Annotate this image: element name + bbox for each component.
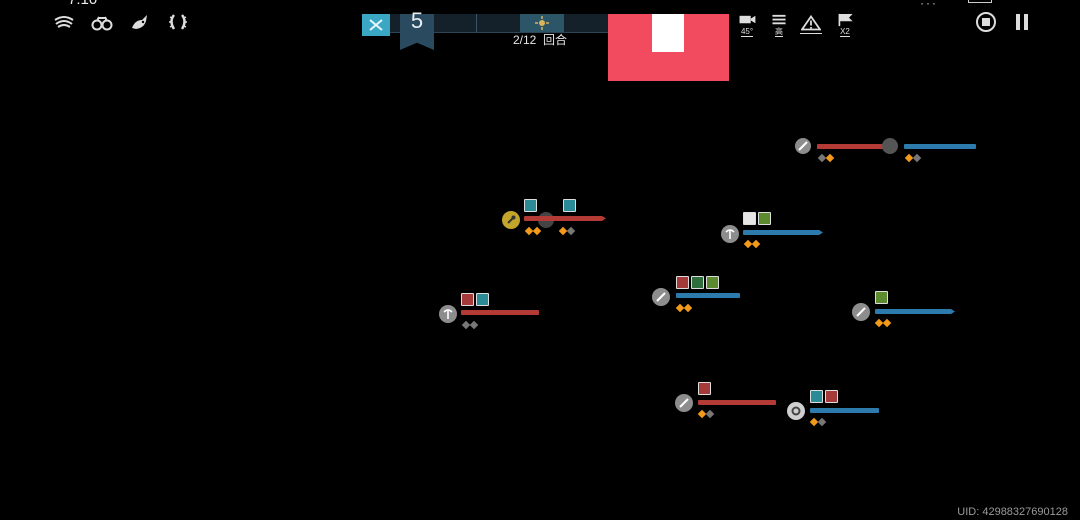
sword-icon — [675, 394, 693, 412]
action-pips — [809, 417, 827, 427]
turn-number: 5 — [410, 8, 424, 33]
health-bar — [743, 230, 823, 235]
sword-icon — [852, 303, 870, 321]
action-pips — [697, 409, 715, 419]
action-pips — [743, 239, 761, 249]
pause-icon — [1016, 14, 1028, 30]
health-bar — [698, 400, 776, 405]
health-bar — [875, 309, 955, 314]
battery-icon — [968, 0, 992, 3]
camera-angle-icon[interactable]: 45° — [735, 13, 759, 37]
nest-icon[interactable] — [52, 11, 76, 33]
action-pips — [461, 320, 479, 330]
round-label: 回合 — [543, 33, 568, 47]
speed-flag-icon[interactable]: X2 — [833, 13, 857, 37]
sword-icon — [652, 288, 670, 306]
round-current: 2/12 — [513, 33, 537, 47]
pickaxe-icon — [721, 225, 739, 243]
uid-label: UID: 42988327690128 — [957, 506, 1068, 518]
buff-list — [743, 212, 771, 225]
warning-underline — [800, 33, 822, 34]
buff-list — [676, 276, 719, 289]
action-pips — [817, 153, 835, 163]
health-bar — [461, 310, 539, 315]
pause-button[interactable] — [1011, 11, 1033, 33]
buff-list — [810, 390, 838, 403]
action-pips — [675, 303, 693, 313]
round-counter: 2/12 回合 — [513, 31, 567, 48]
health-bar — [810, 408, 879, 413]
gear-icon — [787, 402, 805, 420]
buff-list — [875, 291, 888, 304]
highlight-marker-inner — [652, 14, 684, 52]
unit-icon — [882, 138, 898, 154]
record-button[interactable] — [975, 11, 997, 33]
panel-divider — [476, 14, 477, 32]
binoculars-icon[interactable] — [90, 11, 114, 33]
action-pips — [874, 318, 892, 328]
quality-label: 高 — [775, 27, 783, 37]
pickaxe-icon — [439, 305, 457, 323]
status-indicators: ··· — [920, 0, 938, 10]
record-icon — [976, 12, 996, 32]
laurel-wreath-icon[interactable] — [166, 11, 190, 33]
warning-icon[interactable] — [799, 13, 823, 37]
speed-label: X2 — [840, 27, 850, 37]
health-bar — [904, 144, 976, 149]
crossed-swords-icon — [362, 14, 390, 36]
sword-icon — [795, 138, 811, 154]
buff-list — [698, 382, 711, 395]
health-bar — [676, 293, 740, 298]
graphics-quality-icon[interactable]: 高 — [767, 13, 791, 37]
angle-label: 45° — [740, 27, 754, 37]
status-time: 7:10 — [68, 0, 97, 8]
health-bar — [524, 216, 606, 221]
wrench-icon — [502, 211, 520, 229]
sun-icon — [520, 14, 564, 32]
bird-icon[interactable] — [128, 11, 152, 33]
action-pips — [524, 226, 576, 236]
buff-list — [524, 199, 576, 212]
action-pips — [904, 153, 922, 163]
buff-list — [461, 293, 489, 306]
health-bar — [817, 144, 895, 149]
